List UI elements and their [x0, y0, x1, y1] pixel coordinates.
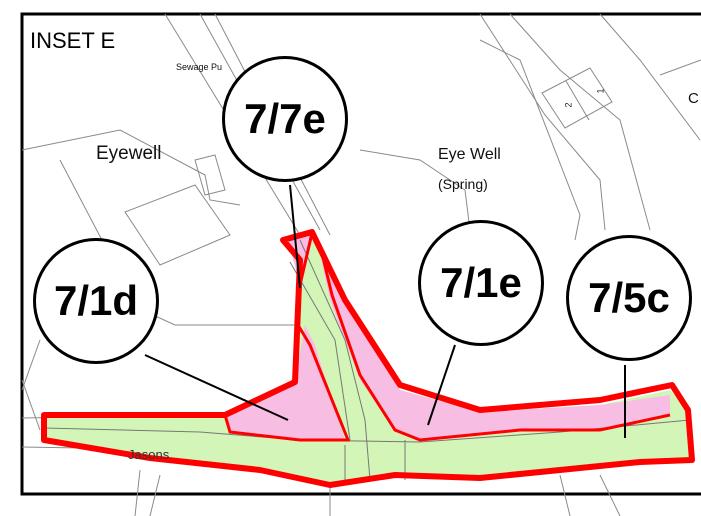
sewage-label: Sewage Pu	[176, 62, 223, 72]
plot-2-label: 2	[563, 102, 574, 108]
lane-label: Jasons	[128, 447, 170, 462]
spring-label: (Spring)	[438, 176, 488, 192]
leader-7-1d	[144, 354, 289, 421]
callout-7-5c: 7/5c	[566, 235, 692, 361]
eye-well-label: Eye Well	[438, 146, 501, 163]
leader-7-7e	[289, 184, 301, 289]
red-site-boundary	[41, 229, 695, 488]
eyewell-label: Eyewell	[96, 143, 162, 164]
inset-frame	[20, 12, 701, 496]
inset-title: INSET E	[30, 28, 116, 53]
leader-7-1e	[427, 344, 456, 426]
pink-area-7-1e	[318, 245, 670, 440]
callout-7-7e: 7/7e	[222, 56, 348, 182]
red-inner-boundaries	[223, 232, 671, 442]
c-label: C	[688, 90, 699, 107]
callout-7-1d: 7/1d	[33, 238, 159, 364]
plot-1-label: 1	[595, 88, 606, 94]
callout-7-1e: 7/1e	[418, 220, 544, 346]
callout-leaders	[144, 184, 626, 438]
